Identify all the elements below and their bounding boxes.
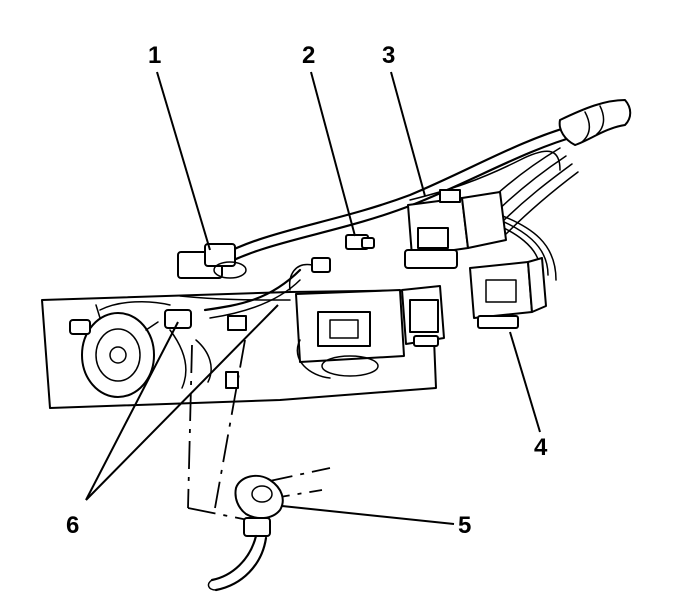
leader-5 <box>281 505 455 525</box>
module-connector <box>401 285 445 347</box>
leader-1 <box>156 71 211 251</box>
leader-4 <box>509 331 541 433</box>
bulb-socket-5 <box>207 474 284 592</box>
callout-1: 1 <box>148 42 162 69</box>
leader-6a <box>85 321 179 501</box>
switch-assembly <box>69 300 247 398</box>
connector-1 <box>177 243 247 279</box>
connector-4 <box>469 257 547 329</box>
callout-3: 3 <box>382 42 396 69</box>
connector-3 <box>404 189 507 269</box>
connector-2 <box>345 234 375 250</box>
callout-6: 6 <box>66 512 80 539</box>
leader-3 <box>390 71 426 197</box>
callout-5: 5 <box>458 512 472 539</box>
leader-2 <box>310 71 356 237</box>
harness-tape-wrap <box>558 99 632 146</box>
callout-2: 2 <box>302 42 316 69</box>
leader-lines <box>85 71 541 525</box>
pigtail-connector <box>288 257 331 291</box>
center-module <box>295 289 405 379</box>
callout-4: 4 <box>534 434 548 461</box>
leader-6b <box>85 304 279 501</box>
